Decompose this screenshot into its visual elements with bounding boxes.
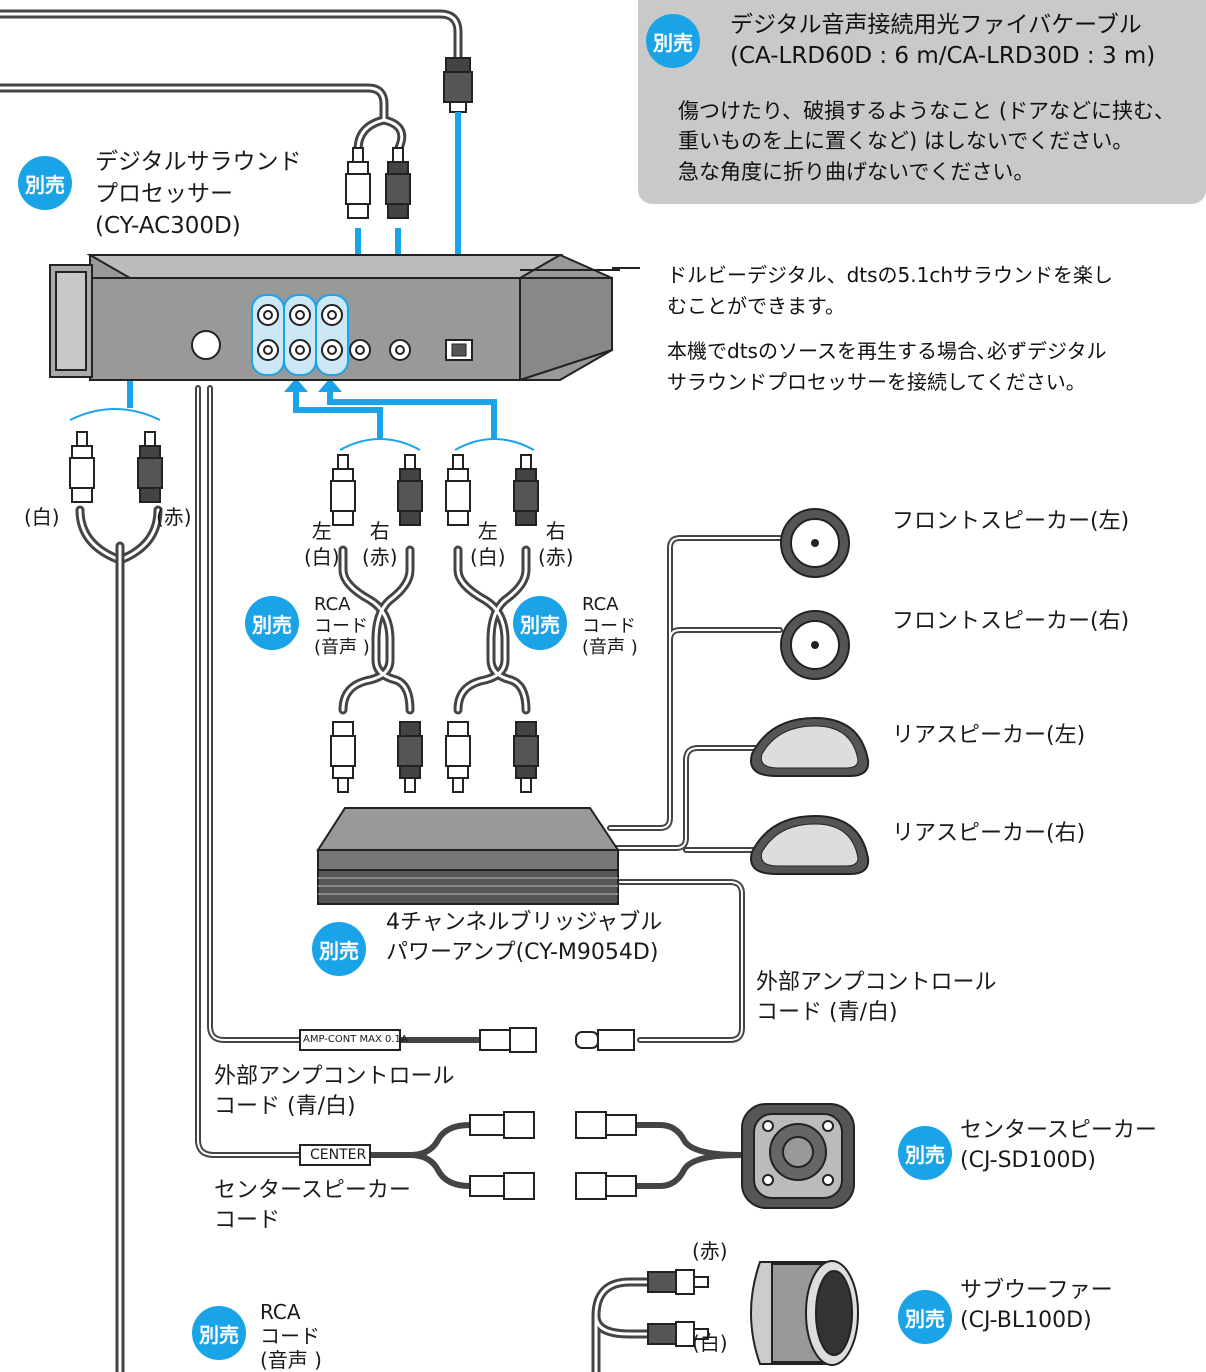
cables [0,9,783,1372]
desc-line: 本機でdtsのソースを再生する場合､必ずデジタル [667,339,1107,363]
subwoofer-plugs [647,1269,709,1347]
processor-jacks [251,294,411,376]
white-plug-label: (白) [24,505,60,529]
amp-rca-plugs-upper [330,454,539,526]
optical-title-line2: (CA-LRD60D : 6 m/CA-LRD30D : 3 m) [730,43,1156,70]
desc-line: むことができます。 [667,294,845,318]
right-red-label: 右 (赤) [362,518,398,570]
desc-line: ドルビーデジタル、dtsの5.1chサラウンドを楽し [667,263,1114,287]
sub-white-label: (白) [692,1331,728,1355]
subwoofer-label: サブウーファー (CJ-BL100D) [960,1276,1113,1335]
amp-line1: 4チャンネルブリッジャブル [386,910,663,935]
center-cord-connectors [299,1111,637,1200]
center-speaker [741,1103,855,1209]
sold-separately-badge: 別売 [646,14,700,68]
rear-left-label: リアスピーカー(左) [892,723,1086,748]
front-speaker-right [780,610,850,680]
power-amp [316,807,620,905]
red-label: (赤) [538,545,574,569]
right-label: 右 [369,519,390,543]
processor-label: デジタルサラウンド プロセッサー (CY-AC300D) [95,146,302,243]
left-white-label: 左 (白) [470,518,506,570]
dolby-description: ドルビーデジタル、dtsの5.1chサラウンドを楽し むことができます。 [667,260,1197,322]
optical-cable-note: 別売 デジタル音声接続用光ファイバケーブル (CA-LRD60D : 6 m/C… [638,0,1206,204]
rca-line: コード [582,615,636,637]
rca-line: RCA [314,594,351,615]
caution-line: 傷つけたり、破損するようなこと (ドアなどに挟む、 [678,99,1176,123]
amp-cont-line: 外部アンプコントロール [756,970,997,995]
rca-line: コード [260,1324,320,1348]
amp-cont-line: 外部アンプコントロール [214,1064,455,1089]
front-left-label: フロントスピーカー(左) [892,509,1130,534]
left-white-label: 左 (白) [304,518,340,570]
center-cord-line: コード [214,1207,281,1233]
processor-line1: デジタルサラウンド [95,149,302,175]
left-label: 左 [311,519,332,543]
amp-cont-label-right: 外部アンプコントロール コード (青/白) [756,968,996,1027]
red-label: (赤) [362,545,398,569]
rear-speaker-right [750,814,870,875]
rear-speaker-left [750,716,870,777]
amp-cont-tag: AMP-CONT MAX 0.1A [303,1034,408,1045]
amp-rca-plugs-lower [330,721,539,793]
desc-line: サラウンドプロセッサーを接続してください。 [667,370,1086,394]
rca-line: RCA [260,1300,301,1324]
rca-line: (音声 ) [582,637,638,659]
left-label: 左 [477,519,498,543]
processor-line2: プロセッサー [95,181,233,208]
rca-line: (音声 ) [260,1348,322,1372]
sub-red-label: (赤) [692,1239,728,1263]
white-label: (白) [470,545,506,569]
processor-input-plugs [345,147,411,219]
rca-line: RCA [582,594,619,615]
sold-separately-badge: 別売 [898,1290,952,1344]
amp-cont-line: コード (青/白) [214,1093,356,1119]
center-speaker-label: センタースピーカー (CJ-SD100D) [960,1116,1157,1175]
rca-cord-label: RCA コード (音声 ) [314,594,370,659]
dts-description: 本機でdtsのソースを再生する場合､必ずデジタル サラウンドプロセッサーを接続し… [667,336,1197,398]
center-cord-label: センタースピーカー コード [214,1176,411,1235]
amp-cont-connectors [299,1027,635,1053]
optical-cable-title: デジタル音声接続用光ファイバケーブル (CA-LRD60D : 6 m/CA-L… [730,10,1155,72]
optical-caution: 傷つけたり、破損するようなこと (ドアなどに挟む、 重いものを上に置くなど) は… [678,96,1175,187]
sold-separately-badge: 別売 [513,596,567,650]
caution-line: 重いものを上に置くなど) はしないでください。 [678,129,1134,154]
subwoofer [750,1260,859,1366]
sold-separately-badge: 別売 [312,922,366,976]
optical-connector [443,57,473,113]
caution-line: 急な角度に折り曲げないでください。 [678,159,1035,184]
amp-cont-label-left: 外部アンプコントロール コード (青/白) [214,1062,454,1121]
amp-line2: パワーアンプ(CY-M9054D) [386,939,659,965]
red-plug-label: (赤) [156,505,192,529]
optical-title-line1: デジタル音声接続用光ファイバケーブル [730,12,1142,38]
front-speaker-left [780,508,850,578]
rca-line: コード [314,615,368,637]
subwoofer-line: サブウーファー [960,1278,1113,1303]
processor-model: (CY-AC300D) [95,213,241,240]
sold-separately-badge: 別売 [898,1126,952,1180]
right-label: 右 [545,519,566,543]
center-tag: CENTER [310,1147,367,1163]
center-speaker-line: センタースピーカー [960,1118,1157,1143]
rca-cord-label-bottom: RCA コード (音声 ) [260,1300,322,1372]
rca-cord-label: RCA コード (音声 ) [582,594,638,659]
rear-right-label: リアスピーカー(右) [892,821,1086,846]
right-red-label: 右 (赤) [538,518,574,570]
sold-separately-badge: 別売 [18,156,72,210]
amp-label: 4チャンネルブリッジャブル パワーアンプ(CY-M9054D) [386,908,662,967]
subwoofer-line: (CJ-BL100D) [960,1307,1092,1333]
center-speaker-line: (CJ-SD100D) [960,1147,1097,1173]
amp-cont-line: コード (青/白) [756,999,898,1025]
white-label: (白) [304,545,340,569]
sold-separately-badge: 別売 [245,596,299,650]
front-right-label: フロントスピーカー(右) [892,609,1130,634]
center-cord-line: センタースピーカー [214,1178,411,1203]
sold-separately-badge: 別売 [192,1306,246,1360]
left-rca-plugs [69,431,163,503]
rca-line: (音声 ) [314,637,370,659]
